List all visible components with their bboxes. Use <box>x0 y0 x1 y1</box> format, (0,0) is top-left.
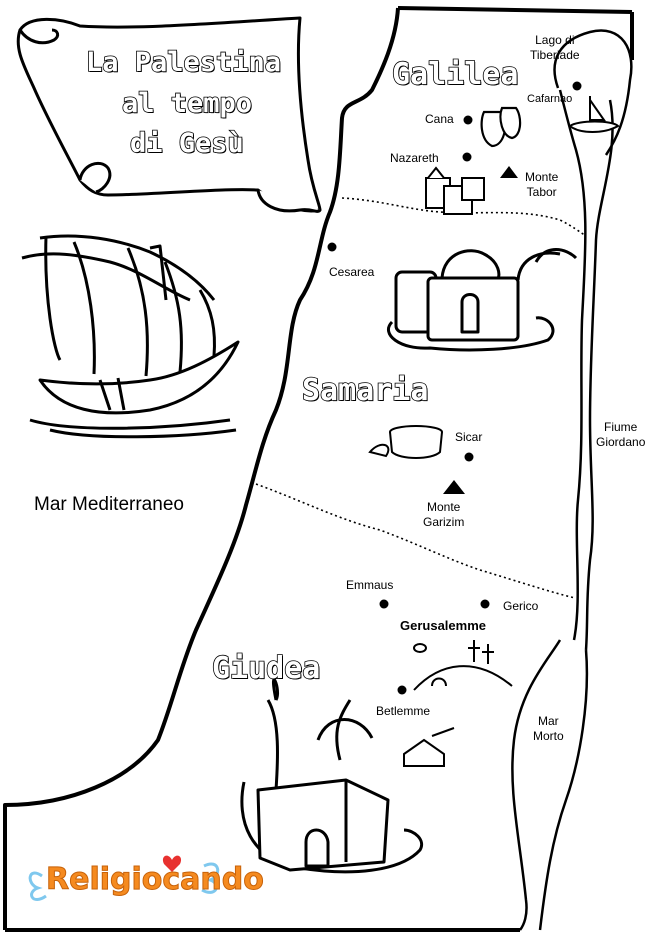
region-galilea: Galilea <box>391 57 519 93</box>
religiocando-logo: Religiocando <box>46 862 265 898</box>
map-frame-top <box>397 6 633 14</box>
dot-cesarea <box>327 242 337 252</box>
dot-cafarnao <box>572 81 582 91</box>
well-illustration <box>368 425 443 459</box>
label-cana: Cana <box>425 112 454 126</box>
monte-tabor-marker <box>500 166 518 178</box>
dead-sea <box>511 639 562 931</box>
jar-illustration <box>480 106 522 148</box>
lake-tiberias <box>553 29 633 156</box>
label-lago-tiberiade: Lago di Tiberiade <box>530 33 580 62</box>
map-title-line-3: di Gesù <box>129 127 244 160</box>
border-samaria-giudea <box>255 483 576 599</box>
title-scroll <box>16 16 322 213</box>
label-sicar: Sicar <box>455 430 483 444</box>
label-emmaus: Emmaus <box>346 578 394 592</box>
dot-gerico <box>480 599 490 609</box>
label-gerusalemme: Gerusalemme <box>400 618 486 633</box>
dot-nazareth <box>462 152 472 162</box>
dot-cana <box>463 115 473 125</box>
label-gerico: Gerico <box>503 599 539 613</box>
label-mar-morto: Mar Morto <box>533 714 564 743</box>
label-cesarea: Cesarea <box>329 265 375 279</box>
golgotha-illustration <box>413 640 513 691</box>
logo-wing-right <box>201 862 220 894</box>
samaria-village-illustration <box>387 248 578 352</box>
boat-illustration <box>568 96 620 133</box>
region-giudea: Giudea <box>211 651 321 687</box>
label-monte-garizim: Monte Garizim <box>423 500 465 529</box>
coastline <box>3 7 400 930</box>
nativity-illustration <box>403 727 455 767</box>
sea-label: Mar Mediterraneo <box>34 494 184 515</box>
ship-illustration <box>21 234 240 439</box>
jordan-river-west <box>558 89 587 641</box>
map-title-line-2: al tempo <box>121 87 253 120</box>
dead-sea-east <box>538 649 589 931</box>
label-nazareth: Nazareth <box>390 151 439 165</box>
giudea-house-illustration <box>240 678 423 874</box>
dot-betlemme <box>397 685 407 695</box>
dot-emmaus <box>379 599 389 609</box>
label-monte-tabor: Monte Tabor <box>525 170 559 199</box>
region-samaria: Samaria <box>301 373 429 409</box>
label-betlemme: Betlemme <box>376 704 431 718</box>
jordan-river-east <box>584 99 614 651</box>
dot-sicar <box>464 452 474 462</box>
label-fiume-giordano: Fiume Giordano <box>596 420 646 449</box>
map-title-line-1: La Palestina <box>85 46 282 79</box>
logo-heart-icon <box>162 855 182 872</box>
nazareth-village-illustration <box>425 166 485 215</box>
monte-garizim-marker <box>443 480 465 494</box>
label-cafarnao: Cafarnao <box>527 93 573 105</box>
logo-wing-left <box>28 871 47 902</box>
